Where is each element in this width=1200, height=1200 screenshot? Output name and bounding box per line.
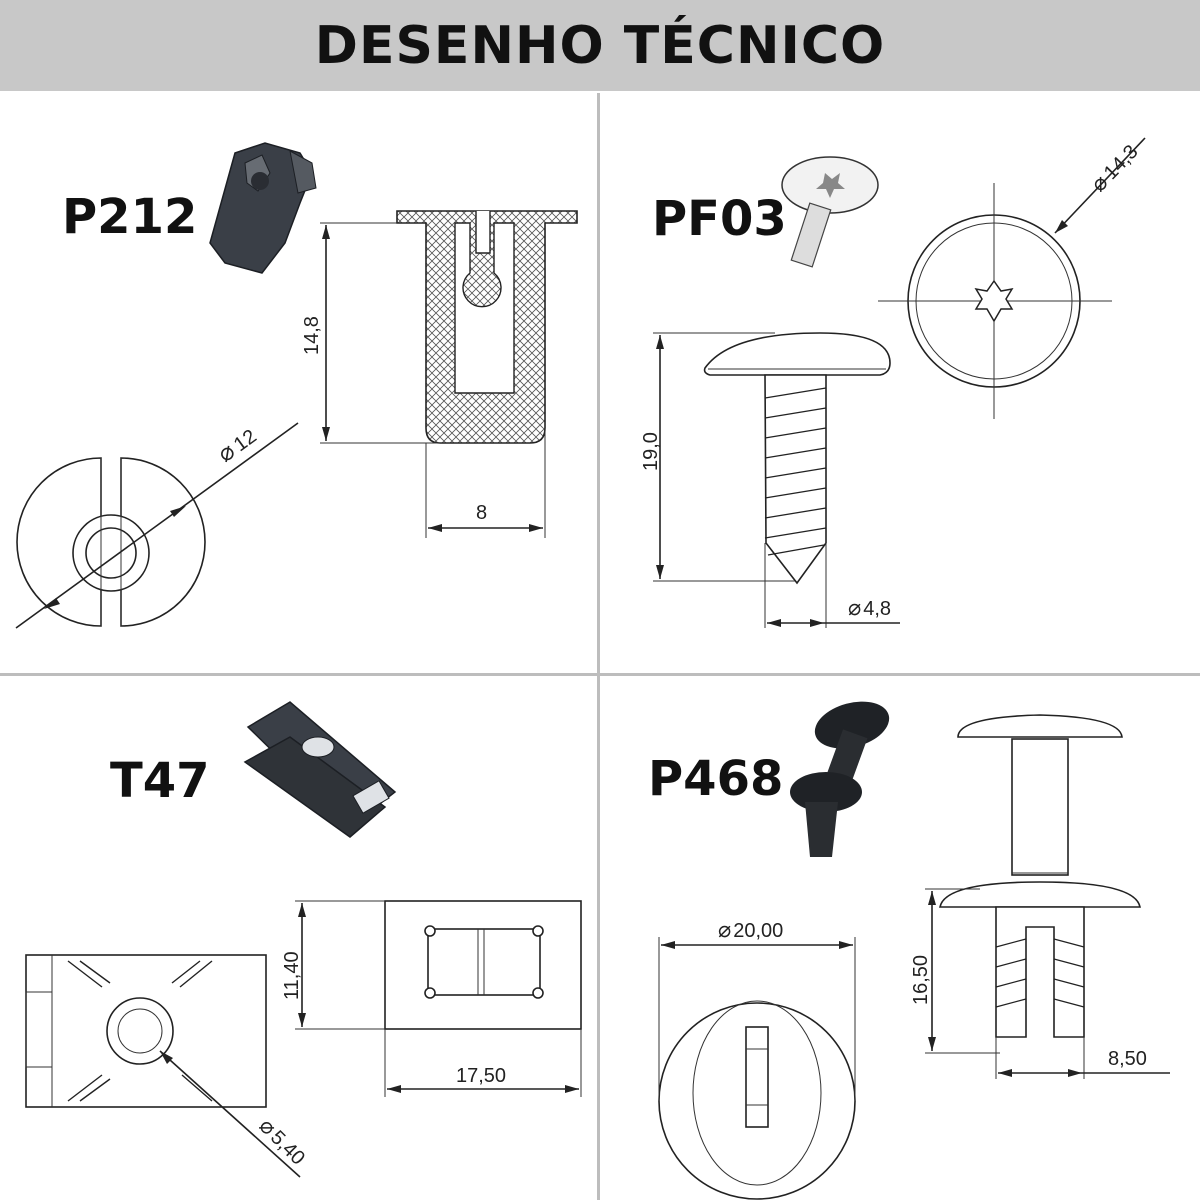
t47-slots <box>67 960 213 1102</box>
t47-width-label: 17,50 <box>456 1065 506 1087</box>
part-code-p468: P468 <box>648 751 783 807</box>
pf03-screw-render <box>781 156 879 268</box>
header-bar: DESENHO TÉCNICO <box>0 0 1200 91</box>
horizontal-divider <box>0 673 1200 676</box>
p212-top-view: ⌀12 <box>15 422 299 629</box>
p468-head-top-view: ⌀20,00 <box>658 917 856 1200</box>
t47-front-view: ⌀5,40 <box>25 954 309 1178</box>
vertical-divider <box>597 93 600 1200</box>
part-code-p212: P212 <box>62 189 197 245</box>
pf03-screw-side-view: 19,0 ⌀4,8 <box>640 332 900 628</box>
t47-clip-render <box>243 701 397 838</box>
p212-width-label: 8 <box>476 502 487 524</box>
pf03-length-label: 19,0 <box>640 432 662 471</box>
pf03-threads <box>764 387 827 556</box>
p468-side-view: 16,50 8,50 <box>910 714 1170 1079</box>
panel-p212: P212 14,8 <box>0 93 597 673</box>
p212-clip-render <box>209 142 317 274</box>
p212-width-dimension: 8 <box>425 428 546 538</box>
part-code-pf03: PF03 <box>652 191 787 247</box>
p212-section-view <box>396 210 578 444</box>
panel-t47: T47 ⌀5,40 <box>0 677 597 1200</box>
p468-barbs <box>995 938 1085 1008</box>
page-title: DESENHO TÉCNICO <box>314 15 886 76</box>
p468-rivet-render <box>790 701 890 857</box>
pf03-shank-diameter-label: ⌀4,8 <box>848 595 891 620</box>
part-code-t47: T47 <box>110 753 210 809</box>
pf03-head-diameter-label: ⌀14,3 <box>1086 139 1143 197</box>
p212-height-dimension: 14,8 <box>301 222 440 444</box>
p468-shank-width-label: 8,50 <box>1108 1048 1147 1070</box>
pf03-head-top-view: ⌀14,3 <box>878 137 1146 419</box>
p212-diameter-label: ⌀12 <box>213 422 262 468</box>
p468-length-label: 16,50 <box>910 955 932 1005</box>
p212-height-label: 14,8 <box>301 316 323 355</box>
t47-side-view: 11,40 17,50 <box>281 900 582 1097</box>
panel-p468: P468 16,50 <box>600 677 1200 1200</box>
p468-head-diameter-label: ⌀20,00 <box>718 917 783 942</box>
panel-pf03: PF03 ⌀14,3 <box>600 93 1200 673</box>
t47-height-label: 11,40 <box>281 951 303 1000</box>
